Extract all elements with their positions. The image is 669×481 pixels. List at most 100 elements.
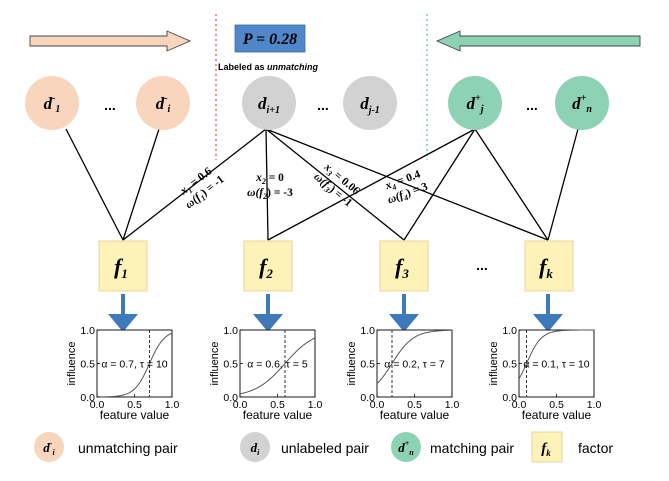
parameter-annotation: α = 0.6, τ = 5 <box>247 359 308 371</box>
legend-item-unlabeled: di unlabeled pair <box>240 432 369 462</box>
x-tick-label: 0.5 <box>127 399 142 411</box>
svg-text:x2 = 0: x2 = 0 <box>255 172 284 186</box>
svg-text:f1: f1 <box>114 254 128 281</box>
y-tick-label: 0.5 <box>360 359 375 371</box>
legend-label: factor <box>578 440 613 456</box>
y-axis-label: influence <box>209 341 221 385</box>
factor-f1: f1 <box>98 240 148 292</box>
y-tick-label: 0.0 <box>80 392 95 404</box>
x-tick-label: 0.5 <box>549 399 564 411</box>
influence-plots: 0.0 0.5 1.0 1.0 0.5 0.0 α = 0.7, τ = 10 feature… <box>66 325 601 422</box>
probability-label: P = 0.28 <box>242 31 297 48</box>
right-direction-arrow <box>435 30 641 52</box>
y-axis-label: influence <box>66 341 78 385</box>
node-unmatching-i: d-i <box>136 76 190 130</box>
node-unmatching-1: d-1 <box>25 76 79 130</box>
x-axis-label: feature value <box>243 408 313 422</box>
blue-arrows <box>108 294 563 332</box>
node-matching-j: d+j <box>448 76 502 130</box>
svg-text:fk: fk <box>539 254 553 281</box>
edge-di1-f1 <box>122 128 267 241</box>
node-ellipsis-left: ... <box>104 97 116 113</box>
down-arrow-icon <box>389 294 419 332</box>
y-tick-label: 0.5 <box>223 359 238 371</box>
influence-curve <box>376 329 453 385</box>
edge-label-4: x4 = 0.4 ω(f4) = 3 <box>383 168 430 206</box>
parameter-annotation: α = 0.2, τ = 7 <box>384 359 445 371</box>
x-axis-label: feature value <box>522 408 592 422</box>
factor-f3: f3 <box>379 240 429 292</box>
legend-item-matching: d+n matching pair <box>391 432 514 462</box>
parameter-annotation: α = 0.1, τ = 10 <box>523 359 589 371</box>
node-ellipsis-right: ... <box>526 97 538 113</box>
y-axis-label: influence <box>488 341 500 385</box>
edge-dj-f2 <box>267 128 476 241</box>
svg-text:d+j: d+j <box>467 93 484 115</box>
svg-text:d+n: d+n <box>572 93 592 115</box>
y-tick-label: 0.0 <box>502 392 517 404</box>
svg-text:d+n: d+n <box>398 439 414 457</box>
svg-text:fk: fk <box>541 441 551 458</box>
legend-item-factor: fk factor <box>531 431 613 463</box>
svg-text:d-i: d-i <box>43 439 55 457</box>
down-arrow-icon <box>108 294 138 332</box>
plot-frame <box>239 329 316 398</box>
node-matching-n: d+n <box>555 76 609 130</box>
edge-di1-f3 <box>265 128 405 241</box>
factor-fk: fk <box>524 240 574 292</box>
edge-di1-fk <box>265 128 549 241</box>
y-tick-label: 1.0 <box>223 325 238 337</box>
svg-text:f2: f2 <box>259 254 273 281</box>
x-tick-label: 1.0 <box>165 399 180 411</box>
parameter-annotation: α = 0.7, τ = 10 <box>101 359 167 371</box>
svg-text:d-i: d-i <box>156 93 171 115</box>
edge-di1-f2 <box>265 128 269 241</box>
influence-curve <box>239 337 316 395</box>
node-ellipsis-middle: ... <box>317 97 329 113</box>
influence-curve <box>518 329 594 380</box>
edge-dj-fk <box>474 128 549 241</box>
legend: d-i unmatching pair di unlabeled pair d+… <box>34 431 613 463</box>
edge-d1-f1 <box>65 128 124 241</box>
legend-label: unmatching pair <box>78 440 178 456</box>
svg-text:f3: f3 <box>395 254 409 281</box>
status-caption: Labeled as unmatching <box>218 62 319 72</box>
x-tick-label: 0.0 <box>233 399 248 411</box>
factor-ellipsis: ... <box>476 257 488 273</box>
svg-text:di: di <box>251 440 261 457</box>
edge-label-2: x2 = 0 ω(f2) = -3 <box>247 172 293 201</box>
left-direction-arrow <box>29 30 192 52</box>
svg-text:di+1: di+1 <box>258 94 280 116</box>
down-arrow-icon <box>253 294 283 332</box>
edge-label-1: x1 = 0.6 ω(f1) = -1 <box>177 165 226 211</box>
y-tick-label: 0.0 <box>360 392 375 404</box>
svg-text:d-1: d-1 <box>44 93 61 115</box>
y-tick-label: 0.5 <box>502 359 517 371</box>
plot-frame <box>96 329 173 398</box>
y-tick-label: 1.0 <box>360 325 375 337</box>
legend-label: matching pair <box>430 440 514 456</box>
edge-dj-f3 <box>403 128 476 241</box>
x-tick-label: 0.5 <box>407 399 422 411</box>
svg-text:ω(f2) = -3: ω(f2) = -3 <box>247 187 293 201</box>
node-unlabeled-i1: di+1 <box>242 76 296 130</box>
x-tick-label: 1.0 <box>308 399 323 411</box>
svg-text:dj-1: dj-1 <box>360 94 380 116</box>
probability-box: P = 0.28 <box>234 24 306 53</box>
y-tick-label: 1.0 <box>502 325 517 337</box>
y-tick-label: 1.0 <box>80 325 95 337</box>
down-arrow-icon <box>533 294 563 332</box>
x-tick-label: 0.0 <box>90 399 105 411</box>
node-unlabeled-j1: dj-1 <box>343 76 397 130</box>
edges <box>65 128 579 241</box>
x-axis-label: feature value <box>380 408 450 422</box>
x-tick-label: 0.5 <box>270 399 285 411</box>
plot-frame <box>518 329 595 398</box>
edge-dn-fk <box>547 128 579 241</box>
x-tick-label: 1.0 <box>445 399 460 411</box>
influence-curve <box>96 332 173 398</box>
edge-di-f1 <box>122 128 160 241</box>
